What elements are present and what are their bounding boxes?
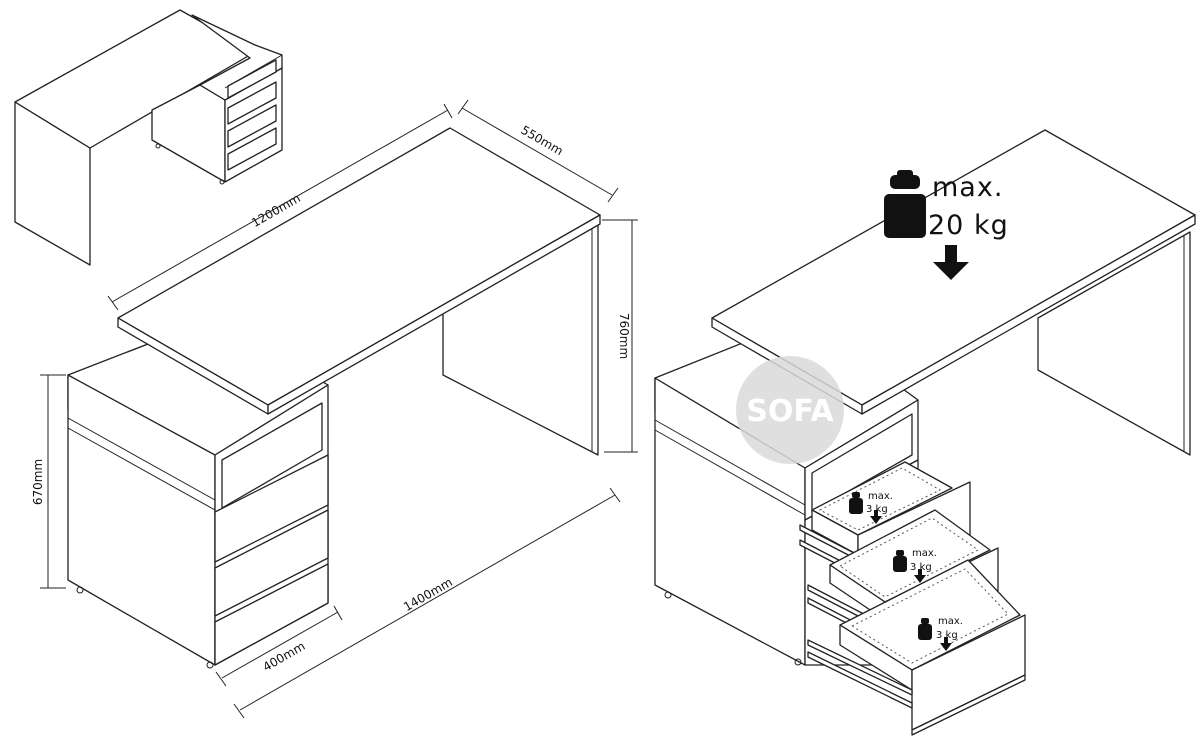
top-load-line2: 20 kg <box>928 210 1009 241</box>
top-load-limit: max. 20 kg <box>884 170 1009 280</box>
dim-pedestal-width-label: 400mm <box>260 639 307 674</box>
drawer-1-load-line1: max. <box>868 491 893 502</box>
arrow-down-icon <box>933 245 969 280</box>
watermark-text: SOFA <box>746 394 834 429</box>
dim-height-label: 760mm <box>617 313 631 359</box>
weight-icon <box>849 498 863 514</box>
drawer-2-load-line1: max. <box>912 548 937 559</box>
drawer-3-load-line1: max. <box>938 616 963 627</box>
sofa-watermark: SOFA <box>736 356 844 464</box>
arrow-down-icon <box>914 575 926 583</box>
overview-desk-drawing <box>14 9 283 266</box>
drawer-2-load-limit: max. 3 kg <box>893 548 937 583</box>
arrow-down-icon <box>870 516 882 524</box>
top-load-line1: max. <box>932 172 1003 203</box>
weight-icon <box>884 170 926 238</box>
drawer-3-load-line2: 3 kg <box>936 630 958 641</box>
drawer-1-load-limit: max. 3 kg <box>849 491 893 524</box>
weight-icon <box>893 556 907 572</box>
dimensioned-desk-drawing: 1200mm 550mm 760mm 670mm 400mm 1400mm <box>31 99 638 719</box>
dim-pedestal-height-label: 670mm <box>31 459 45 505</box>
arrow-down-icon <box>940 643 952 651</box>
weight-icon <box>918 624 932 640</box>
dim-depth-label: 550mm <box>518 123 565 158</box>
drawer-3-load-limit: max. 3 kg <box>918 616 963 651</box>
drawer-1-load-line2: 3 kg <box>866 504 888 515</box>
drawer-2-load-line2: 3 kg <box>910 562 932 573</box>
dim-total-length-label: 1400mm <box>401 575 455 614</box>
